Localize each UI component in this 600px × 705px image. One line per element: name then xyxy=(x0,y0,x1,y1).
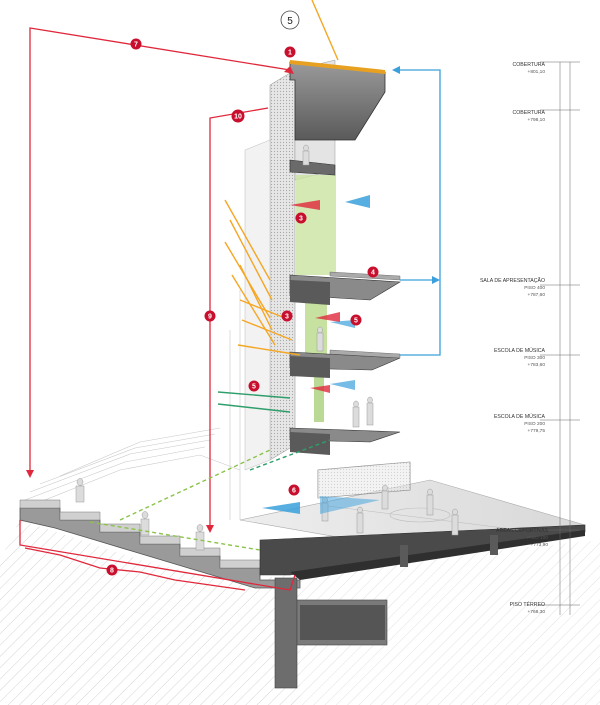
svg-text:3: 3 xyxy=(285,314,289,321)
level-musica-200-piso: PISO 200 xyxy=(524,421,545,427)
level-markers xyxy=(540,61,580,615)
red-arrowheads xyxy=(26,66,294,533)
tower-slabs xyxy=(289,60,401,455)
level-terreo-elev: +768,30 xyxy=(528,609,546,615)
level-musica-300-piso: PISO 300 xyxy=(524,355,545,361)
red-flow-arrows xyxy=(290,200,340,393)
red-dimension-lines xyxy=(19,27,296,591)
badge-5a: 5 xyxy=(350,314,362,326)
people-figures xyxy=(75,144,459,551)
level-musica-300-title: ESCOLA DE MÚSICA xyxy=(494,347,546,354)
badge-7: 7 xyxy=(130,38,142,50)
reference-number: 5 xyxy=(287,16,293,27)
reference-marker: 5 xyxy=(280,10,300,30)
level-cobertura-top-elev: +801,10 xyxy=(528,69,546,75)
badge-8: 8 xyxy=(106,564,118,576)
badge-3b: 3 xyxy=(281,310,293,322)
level-sala-title: SALA DE APRESENTAÇÃO xyxy=(480,277,545,284)
blue-arrowheads xyxy=(262,66,440,514)
badge-4: 4 xyxy=(367,266,379,278)
svg-text:8: 8 xyxy=(110,568,114,575)
level-deportivas-piso: PISO 100 xyxy=(527,535,548,541)
svg-text:10: 10 xyxy=(234,114,242,121)
badge-3a: 3 xyxy=(295,212,307,224)
level-sala-elev: +787,60 xyxy=(528,292,546,298)
level-terreo-title: PISO TÉRREO xyxy=(510,601,545,608)
badge-9: 9 xyxy=(204,310,216,322)
level-labels: COBERTURA +801,10 COBERTURA +798,10 SALA… xyxy=(480,62,549,615)
level-musica-300-elev: +783,60 xyxy=(528,362,546,368)
bleachers-sketch xyxy=(19,290,241,520)
sports-court xyxy=(239,461,586,580)
level-cobertura-elev: +798,10 xyxy=(528,117,546,123)
level-cobertura-top-title: COBERTURA xyxy=(513,62,546,68)
svg-text:6: 6 xyxy=(292,488,296,495)
level-deportivas-title: ÁREAS DEPORTIVAS xyxy=(496,527,549,534)
ventilation-arrows xyxy=(89,391,331,551)
svg-text:7: 7 xyxy=(134,42,138,49)
level-deportivas-elev: +773,90 xyxy=(531,542,549,548)
ground-hatch xyxy=(0,520,600,705)
level-cobertura-title: COBERTURA xyxy=(513,110,546,116)
badge-1: 1 xyxy=(284,46,296,58)
svg-text:9: 9 xyxy=(208,314,212,321)
level-musica-200-title: ESCOLA DE MÚSICA xyxy=(494,413,546,420)
sun-rays xyxy=(224,0,339,356)
blue-arrows xyxy=(400,69,441,356)
svg-text:5: 5 xyxy=(252,384,256,391)
badge-6: 6 xyxy=(288,484,300,496)
svg-text:1: 1 xyxy=(288,50,292,57)
level-sala-piso: PISO 400 xyxy=(524,285,545,291)
badges: 1 3 3 4 5 5 6 7 xyxy=(106,38,379,576)
badge-10: 10 xyxy=(231,109,245,123)
svg-text:3: 3 xyxy=(299,216,303,223)
level-musica-200-elev: +779,75 xyxy=(528,428,546,434)
svg-text:4: 4 xyxy=(371,270,375,277)
badge-5b: 5 xyxy=(248,380,260,392)
foundation xyxy=(274,535,498,689)
svg-text:5: 5 xyxy=(354,318,358,325)
